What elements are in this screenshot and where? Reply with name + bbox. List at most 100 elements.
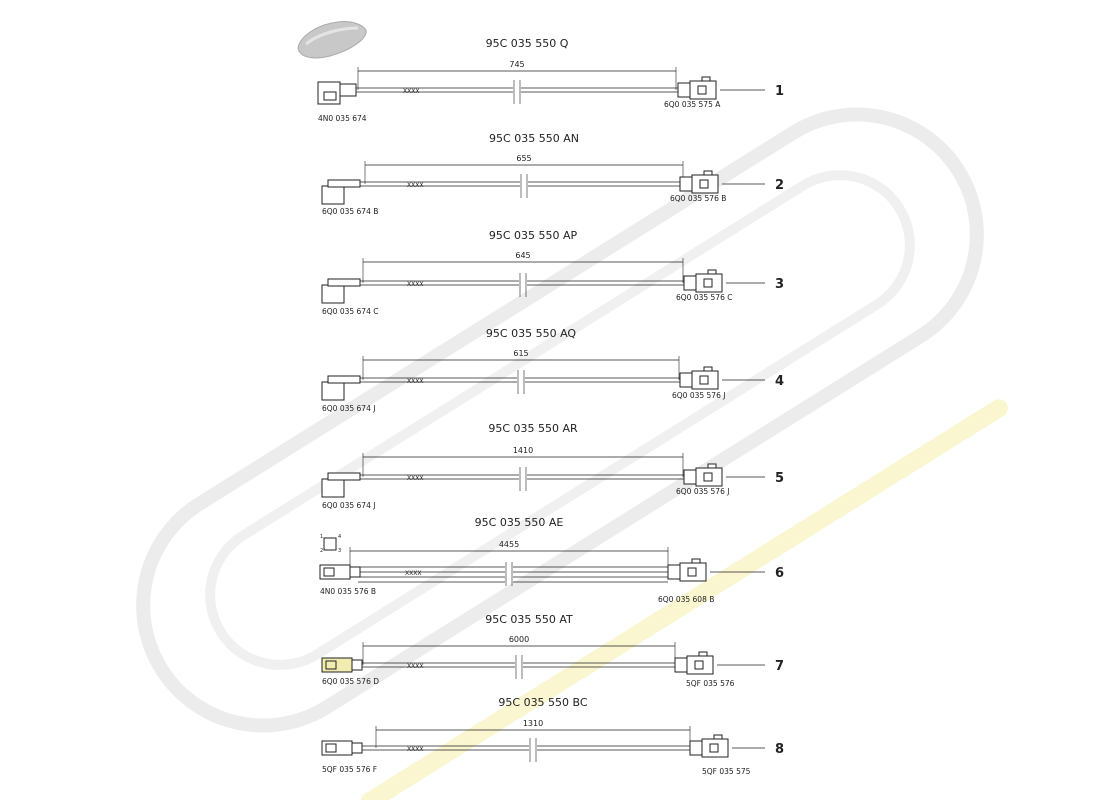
connector-body: [321, 478, 345, 498]
right-connector-part-number: 6Q0 035 576 J: [672, 391, 725, 400]
length-dimension: 645: [515, 251, 530, 260]
right-connector: [679, 170, 719, 194]
connector-detail: [703, 472, 713, 482]
length-dimension: 1410: [513, 446, 533, 455]
right-connector: [679, 366, 719, 390]
item-number: 4: [775, 374, 784, 389]
left-connector: [317, 81, 357, 105]
right-connector-part-number: 5QF 035 576: [686, 679, 735, 688]
connector-body: [679, 176, 693, 192]
connector-body: [695, 273, 723, 293]
right-connector: [683, 463, 723, 487]
connector-detail: [325, 743, 337, 753]
connector-body: [327, 375, 361, 384]
item-number: 5: [775, 471, 784, 486]
connector-latch: [703, 170, 713, 176]
part-number-title: 95C 035 550 AR: [488, 422, 578, 435]
pin-label: 1: [320, 534, 323, 540]
connector-body: [317, 81, 341, 105]
left-connector: [321, 472, 361, 498]
left-connector: [321, 740, 363, 756]
right-connector-part-number: 6Q0 035 576 J: [676, 487, 729, 496]
cable-marking: XXXX: [407, 746, 423, 753]
connector-body: [667, 564, 681, 580]
pin-layout-icon: [323, 537, 337, 551]
left-connector: [319, 564, 361, 580]
item-number: 7: [775, 659, 784, 674]
item-number: 6: [775, 566, 784, 581]
connector-detail: [323, 91, 337, 101]
right-connector: [683, 269, 723, 293]
left-connector-part-number: 6Q0 035 674 J: [322, 404, 375, 413]
right-connector: [667, 558, 707, 582]
connector-detail: [694, 660, 704, 670]
connector-latch: [703, 366, 713, 372]
connector-body: [327, 278, 361, 287]
right-connector-part-number: 6Q0 035 575 A: [664, 100, 721, 109]
connector-body: [349, 566, 361, 578]
item-number: 1: [775, 84, 784, 99]
part-number-title: 95C 035 550 AQ: [486, 327, 576, 340]
part-number-title: 95C 035 550 AP: [489, 229, 578, 242]
right-connector-part-number: 5QF 035 575: [702, 767, 751, 776]
length-dimension: 615: [513, 349, 528, 358]
connector-body: [679, 372, 693, 388]
item-number: 8: [775, 742, 784, 757]
connector-body: [321, 381, 345, 401]
connector-body: [351, 659, 363, 671]
pin-label: 4: [338, 534, 341, 540]
connector-detail: [697, 85, 707, 95]
connector-body: [679, 562, 707, 582]
connector-body: [351, 742, 363, 754]
connector-body: [321, 284, 345, 304]
connector-latch: [691, 558, 701, 564]
length-dimension: 4455: [499, 540, 519, 549]
left-connector: [321, 179, 361, 205]
item-number: 3: [775, 277, 784, 292]
connector-latch: [701, 76, 711, 82]
connector-body: [701, 738, 729, 758]
connector-body: [691, 174, 719, 194]
connector-latch: [707, 269, 717, 275]
connector-detail: [699, 179, 709, 189]
part-number-title: 95C 035 550 Q: [486, 37, 569, 50]
left-connector-part-number: 6Q0 035 674 J: [322, 501, 375, 510]
part-number-title: 95C 035 550 BC: [498, 696, 588, 709]
connector-body: [689, 80, 717, 100]
connector-body: [695, 467, 723, 487]
length-dimension: 6000: [509, 635, 529, 644]
length-dimension: 655: [516, 154, 531, 163]
cable-marking: XXXX: [407, 663, 423, 670]
part-number-title: 95C 035 550 AT: [485, 613, 573, 626]
cable-marking: XXXX: [407, 281, 423, 288]
left-connector: [321, 375, 361, 401]
cable-marking: XXXX: [403, 88, 419, 95]
connector-detail: [323, 567, 335, 577]
left-connector: [321, 657, 363, 673]
left-connector-part-number: 5QF 035 576 F: [322, 765, 377, 774]
cable-marking: XXXX: [407, 475, 423, 482]
connector-body: [677, 82, 691, 98]
length-dimension: 1310: [523, 719, 543, 728]
connector-latch: [713, 734, 723, 740]
connector-detail: [699, 375, 709, 385]
right-connector: [689, 734, 729, 758]
connector-detail: [325, 660, 337, 670]
watermark-tagline-graphic: [360, 399, 1008, 800]
connector-body: [321, 185, 345, 205]
left-connector-part-number: 6Q0 035 674 B: [322, 207, 378, 216]
car-silhouette-icon: [297, 21, 367, 59]
connector-body: [683, 275, 697, 291]
left-connector-part-number: 6Q0 035 576 D: [322, 677, 379, 686]
cable-marking: XXXX: [405, 570, 421, 577]
connector-latch: [698, 651, 708, 657]
connector-body: [689, 740, 703, 756]
left-connector-part-number: 4N0 035 576 B: [320, 587, 376, 596]
left-connector-part-number: 6Q0 035 674 C: [322, 307, 378, 316]
connector-body: [686, 655, 714, 675]
connector-body: [674, 657, 688, 673]
connector-body: [327, 179, 361, 188]
